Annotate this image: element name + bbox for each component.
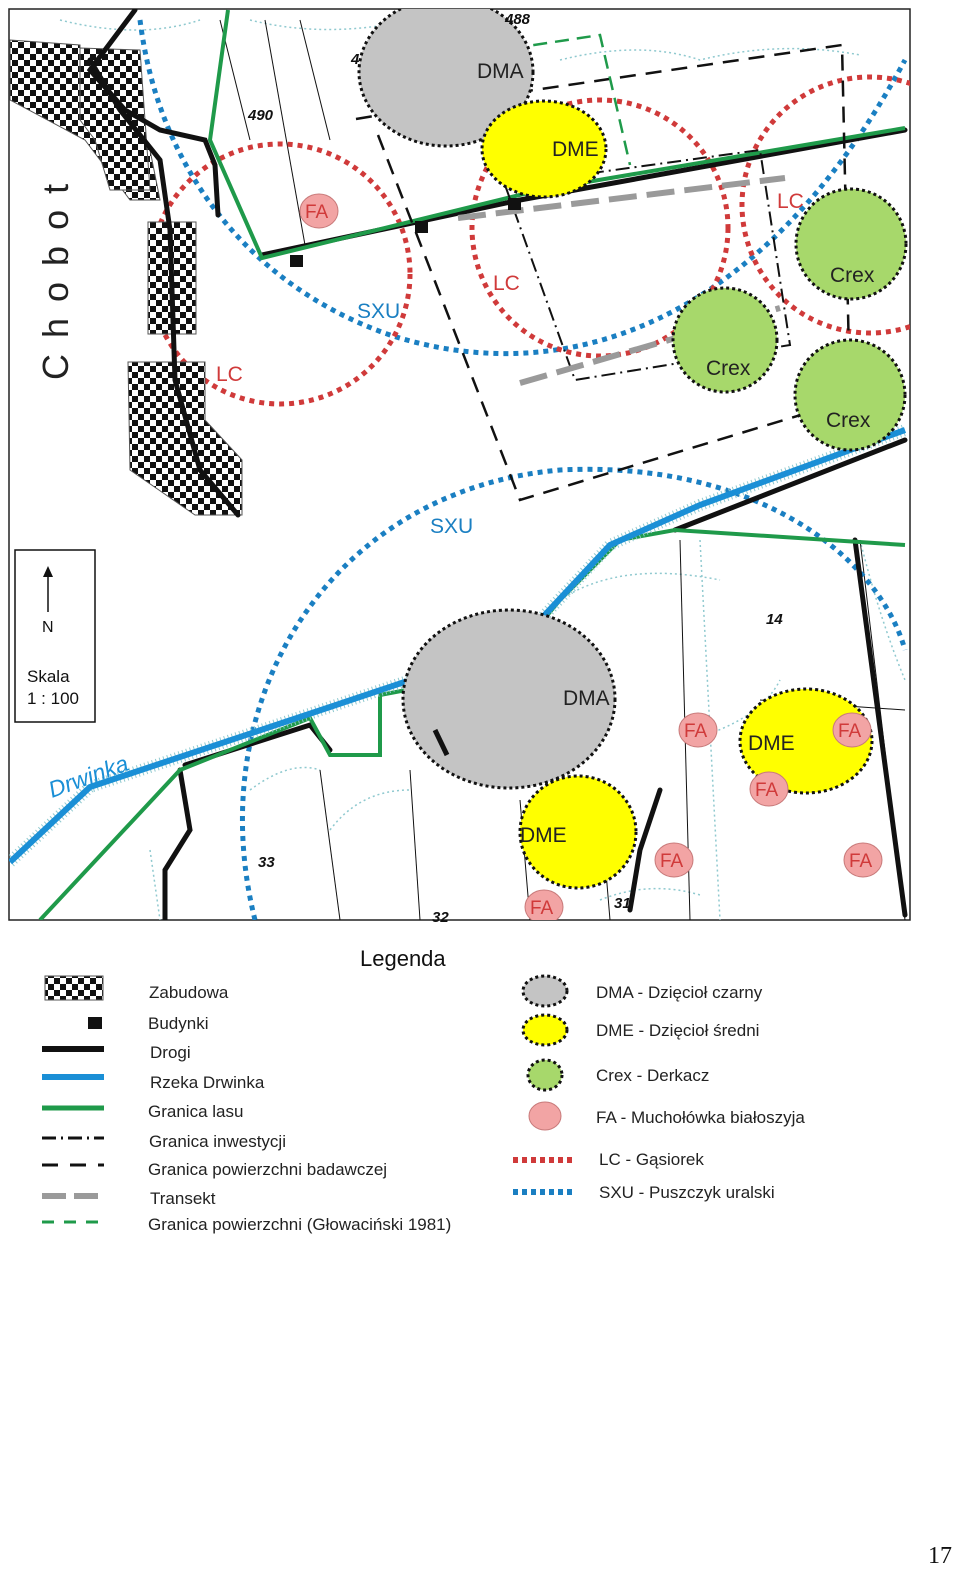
legend-symbol-crex	[526, 1058, 564, 1092]
legend-symbol-dma	[521, 974, 569, 1008]
dme-label: DME	[552, 138, 599, 161]
fa-label: FA	[838, 721, 862, 742]
parcel-number: 490	[247, 107, 274, 124]
lc-territories	[147, 74, 910, 407]
crex-label: Crex	[830, 264, 875, 287]
legend-label: FA - Muchołówka białoszyja	[596, 1108, 805, 1127]
parcel-number: 33	[258, 854, 275, 871]
buildings	[290, 198, 521, 267]
legend-label: Rzeka Drwinka	[150, 1073, 265, 1092]
legend-label: DME - Dzięcioł średni	[596, 1021, 759, 1040]
legend-label: Transekt	[150, 1189, 216, 1208]
parcel-number: 32	[432, 909, 449, 926]
legend-label: Granica powierzchni badawczej	[148, 1160, 387, 1179]
transects	[457, 175, 786, 386]
legend-label: LC - Gąsiorek	[599, 1150, 704, 1169]
dma-territories	[357, 9, 617, 790]
scale-value: 1 : 100	[27, 689, 79, 708]
sxu-label: SXU	[430, 515, 473, 538]
village-label: C h o b o t	[35, 181, 76, 380]
fa-label: FA	[849, 851, 873, 872]
parcel-number: 31	[614, 895, 631, 912]
legend-label: Zabudowa	[149, 983, 229, 1002]
fa-label: FA	[530, 898, 554, 919]
parcel-number: 4	[350, 51, 360, 68]
legend-label: Drogi	[150, 1043, 191, 1062]
crex-territories	[671, 187, 908, 452]
building-icon	[290, 255, 303, 267]
legend-symbol-checker	[44, 975, 104, 1001]
page-number: 17	[928, 1543, 952, 1569]
fa-label: FA	[684, 721, 708, 742]
investment-boundary	[504, 148, 792, 382]
legend-label: SXU - Puszczyk uralski	[599, 1183, 775, 1202]
north-arrow-head-icon	[43, 566, 53, 577]
legend-symbol-fa	[528, 1101, 562, 1131]
fa-label: FA	[660, 851, 684, 872]
building-icon	[508, 198, 521, 210]
north-label: N	[42, 619, 54, 636]
legend-symbol-dme	[521, 1013, 569, 1047]
legend-label: Granica inwestycji	[149, 1132, 286, 1151]
lc-label: LC	[777, 190, 804, 213]
fa-territories	[299, 193, 883, 920]
dme-label: DME	[748, 732, 795, 755]
dma-label: DMA	[563, 687, 610, 710]
lc-label: LC	[493, 272, 520, 295]
parcel-number: 488	[504, 11, 531, 28]
dme-label: DME	[520, 824, 567, 847]
fa-label: FA	[755, 780, 779, 801]
parcel-number: 14	[766, 611, 783, 628]
road-segment	[432, 728, 450, 757]
scale-title: Skala	[27, 667, 70, 686]
crex-label: Crex	[826, 409, 871, 432]
legend: Legenda Zabudowa Budynki Drogi Rzeka Drw…	[42, 946, 805, 1234]
legend-symbol-building	[88, 1017, 102, 1029]
legend-label: Granica lasu	[148, 1102, 243, 1121]
crex-label: Crex	[706, 357, 751, 380]
dme-territories	[480, 99, 874, 890]
fa-label: FA	[305, 202, 329, 223]
legend-label: Budynki	[148, 1014, 208, 1033]
sxu-territories	[137, 19, 908, 920]
legend-label: DMA - Dzięcioł czarny	[596, 983, 763, 1002]
building-icon	[415, 221, 428, 233]
lc-label: LC	[216, 363, 243, 386]
legend-label: Granica powierzchni (Głowaciński 1981)	[148, 1215, 451, 1234]
sxu-label: SXU	[357, 300, 400, 323]
dma-label: DMA	[477, 60, 524, 83]
legend-label: Crex - Derkacz	[596, 1066, 709, 1085]
north-scale-box: N Skala 1 : 100	[14, 549, 96, 723]
legend-title: Legenda	[360, 946, 446, 971]
